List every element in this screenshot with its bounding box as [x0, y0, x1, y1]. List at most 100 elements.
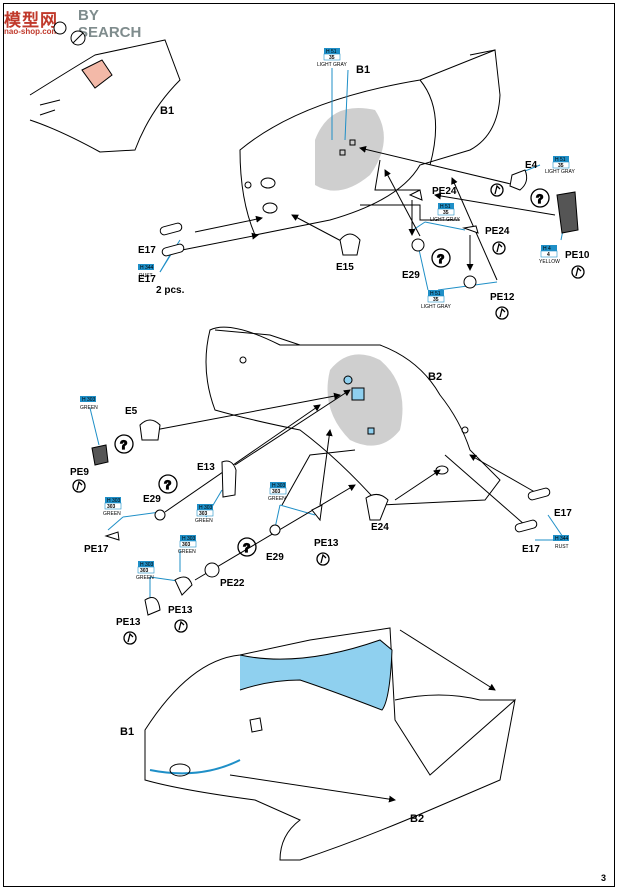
svg-text:H 303: H 303 [182, 536, 196, 542]
bend-icon [72, 479, 86, 493]
bend-icon [123, 631, 137, 645]
svg-text:H 51: H 51 [430, 291, 441, 297]
svg-text:35: 35 [558, 163, 564, 169]
pe13a-label: PE13 [116, 617, 141, 628]
svg-text:4: 4 [547, 252, 550, 258]
watermark-logo: 模型网 [4, 11, 58, 30]
pe13r-label: PE13 [314, 538, 339, 549]
svg-text:303: 303 [140, 568, 149, 574]
detail-b1-label: B1 [160, 105, 174, 117]
bend-icon [316, 552, 330, 566]
e5-label: E5 [125, 406, 138, 417]
svg-text:H 303: H 303 [107, 498, 121, 504]
pe12-label: PE12 [490, 292, 515, 303]
svg-text:303: 303 [199, 511, 208, 517]
svg-text:H 303: H 303 [272, 483, 286, 489]
svg-text:?: ? [437, 252, 444, 266]
svg-text:LIGHT GRAY: LIGHT GRAY [421, 304, 451, 310]
detail-highlight [81, 59, 113, 89]
svg-text:H 51: H 51 [555, 157, 566, 163]
bend-icon [571, 265, 585, 279]
callout-pe13-green: H 303 303 GREEN [136, 561, 155, 581]
e17b-label: E17 [138, 274, 156, 285]
svg-text:303: 303 [107, 504, 116, 510]
svg-text:RUST: RUST [555, 544, 569, 550]
svg-text:?: ? [536, 192, 543, 206]
question-icon: ? [158, 474, 178, 494]
step3-b2-label: B2 [410, 813, 424, 825]
svg-text:GREEN: GREEN [136, 575, 154, 581]
pe13b-label: PE13 [168, 605, 193, 616]
question-icon: ? [237, 537, 257, 557]
svg-text:?: ? [164, 478, 171, 492]
callout-e17-rust-2: H 344 RUST [553, 535, 569, 550]
svg-text:LIGHT GRAY: LIGHT GRAY [430, 217, 460, 223]
callout-pe24-lightgray: H 51 35 LIGHT GRAY [430, 203, 460, 223]
fuselage-b2 [205, 326, 501, 506]
bend-icon [495, 306, 509, 320]
svg-text:35: 35 [443, 210, 449, 216]
watermark-search: BY SEARCH [78, 7, 142, 41]
step3-b1-label: B1 [120, 726, 134, 738]
e17-label: E17 [138, 245, 156, 256]
question-icon: ? [530, 188, 550, 208]
callout-e29r-green: H 303 303 GREEN [268, 482, 287, 502]
e15-label: E15 [336, 262, 354, 273]
svg-text:H 4: H 4 [543, 246, 551, 252]
bend-icon [490, 183, 504, 197]
svg-text:35: 35 [433, 297, 439, 303]
cockpit-interior [239, 639, 393, 711]
callout-top-lightgray: H 51 35 LIGHT GRAY [317, 48, 347, 68]
question-icon: ? [114, 434, 134, 454]
assembled-fuselage [144, 627, 516, 861]
page-frame [3, 3, 615, 887]
bend-icon [492, 241, 506, 255]
callout-e13-green: H 303 303 GREEN [195, 504, 214, 524]
pe17-label: PE17 [84, 544, 109, 555]
detail-inset [29, 21, 181, 153]
pe22-label: PE22 [220, 578, 245, 589]
e24-label: E24 [371, 522, 389, 533]
e4-label: E4 [525, 160, 538, 171]
e17a-label: E17 [554, 508, 572, 519]
callout-e29l-green: H 303 303 GREEN [103, 497, 122, 517]
b1-small-parts [159, 169, 579, 289]
callout-e17-rust: H 344 RUST [138, 264, 154, 279]
svg-text:H 51: H 51 [440, 204, 451, 210]
pe24a-label: PE24 [432, 186, 457, 197]
b2-small-parts [91, 419, 551, 616]
e17-note: 2 pcs. [156, 285, 185, 296]
svg-text:LIGHT GRAY: LIGHT GRAY [317, 62, 347, 68]
e29-label: E29 [402, 270, 420, 281]
e13-label: E13 [197, 462, 215, 473]
svg-text:H 303: H 303 [82, 397, 96, 403]
page-number: 3 [600, 873, 606, 883]
svg-text:YELLOW: YELLOW [539, 259, 560, 265]
pe10-label: PE10 [565, 250, 590, 261]
svg-text:303: 303 [182, 542, 191, 548]
e29l-label: E29 [143, 494, 161, 505]
svg-text:H 344: H 344 [555, 536, 569, 542]
bend-icon [174, 619, 188, 633]
svg-text:LIGHT GRAY: LIGHT GRAY [545, 169, 575, 175]
color-callouts: H 51 35 LIGHT GRAY H 51 35 LIGHT GRAY H … [80, 48, 575, 581]
svg-text:H 303: H 303 [140, 562, 154, 568]
svg-text:H 344: H 344 [140, 265, 154, 271]
svg-text:303: 303 [272, 489, 281, 495]
pe9-label: PE9 [70, 467, 89, 478]
svg-text:H 51: H 51 [326, 49, 337, 55]
pe24b-label: PE24 [485, 226, 510, 237]
svg-text:GREEN: GREEN [80, 405, 98, 411]
watermark: 模型网 nao-shop.com BY SEARCH [4, 6, 164, 41]
svg-text:GREEN: GREEN [195, 518, 213, 524]
e17b-label: E17 [522, 544, 540, 555]
svg-text:GREEN: GREEN [268, 496, 286, 502]
labels: B1 B1 E4 PE24 PE24 PE10 E17 E17 2 pcs. E… [70, 64, 590, 825]
svg-text:GREEN: GREEN [103, 511, 121, 517]
e29r-label: E29 [266, 552, 284, 563]
b1-label: B1 [356, 64, 370, 76]
svg-text:35: 35 [329, 55, 335, 61]
callout-e4-lightgray: H 51 35 LIGHT GRAY [545, 156, 575, 175]
b2-label: B2 [428, 371, 442, 383]
callout-e5-green: H 303 GREEN [80, 396, 98, 411]
